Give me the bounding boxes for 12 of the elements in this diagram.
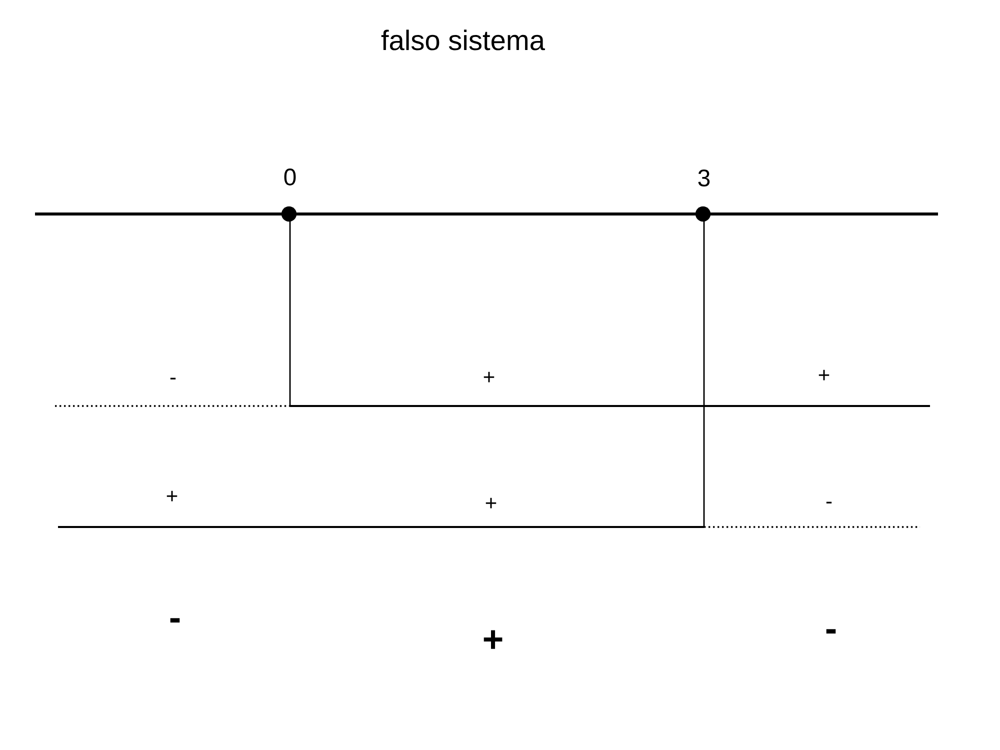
result-sign: - bbox=[170, 618, 180, 623]
result-sign: + bbox=[484, 630, 502, 649]
sign-label: - bbox=[826, 502, 832, 504]
sign-label: + bbox=[818, 370, 830, 380]
title: falso sistema bbox=[381, 30, 545, 50]
sign-label: + bbox=[166, 490, 178, 502]
sign-label: + bbox=[484, 372, 494, 382]
sign-label: + bbox=[486, 498, 496, 508]
result-sign: - bbox=[826, 629, 836, 634]
sign-label: - bbox=[170, 378, 176, 380]
axis-label: 0 bbox=[284, 168, 296, 186]
axis-label: 3 bbox=[698, 170, 710, 186]
